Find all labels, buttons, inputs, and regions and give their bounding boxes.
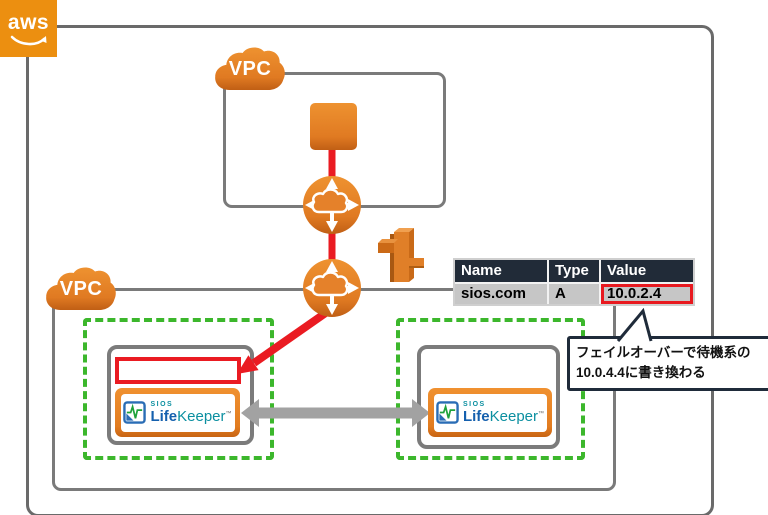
lifekeeper-logo: SIOS LifeKeeper™ (120, 393, 235, 432)
vpc-top-label: VPC (228, 58, 272, 80)
dns-record-value-highlighted: 10.0.2.4 (601, 284, 693, 304)
instance-box-active (107, 345, 254, 445)
subnet-dashed-box-left (83, 318, 274, 460)
callout-line-1: フェイルオーバーで待機系の (576, 345, 751, 360)
lifekeeper-pulse-icon (123, 401, 147, 424)
aws-logo: aws (0, 0, 57, 57)
cloud-icon (46, 267, 116, 310)
aws-smile-icon (10, 35, 46, 45)
callout-tail (616, 308, 653, 342)
dns-record-name: sios.com (455, 284, 547, 304)
dns-record-type: A (549, 284, 599, 304)
callout-line-2: 10.0.4.4に書き換わる (576, 365, 706, 381)
lifekeeper-pulse-icon (436, 401, 459, 424)
sios-label: SIOS (150, 401, 174, 408)
aws-logo-label: aws (7, 10, 50, 34)
lifekeeper-label: LifeKeeper™ (150, 408, 232, 425)
dns-record-table: Name Type Value sios.com A 10.0.2.4 (453, 258, 695, 306)
dns-table-header-name: Name (455, 260, 547, 282)
dns-table-header-value: Value (601, 260, 693, 282)
lifekeeper-wordmark: SIOS LifeKeeper™ (463, 401, 544, 424)
cloud-icon (215, 47, 285, 90)
lifekeeper-wordmark: SIOS LifeKeeper™ (150, 401, 231, 424)
lifekeeper-node-active: SIOS LifeKeeper™ (115, 388, 240, 437)
virtual-ip-highlight-box (115, 357, 241, 384)
ec2-instance-icon (310, 103, 357, 150)
vpc-cloud-icon-bottom: VPC (44, 265, 118, 315)
lifekeeper-logo: SIOS LifeKeeper™ (433, 393, 547, 432)
dns-table-header-type: Type (549, 260, 599, 282)
vpc-cloud-icon-top: VPC (213, 45, 287, 95)
lifekeeper-node-standby: SIOS LifeKeeper™ (428, 388, 552, 437)
vpc-bottom-label: VPC (59, 278, 103, 300)
lifekeeper-label: LifeKeeper™ (462, 408, 545, 425)
sios-label: SIOS (462, 401, 486, 408)
instance-box-standby (417, 345, 560, 449)
callout-bubble: フェイルオーバーで待機系の 10.0.4.4に書き換わる (567, 336, 768, 391)
